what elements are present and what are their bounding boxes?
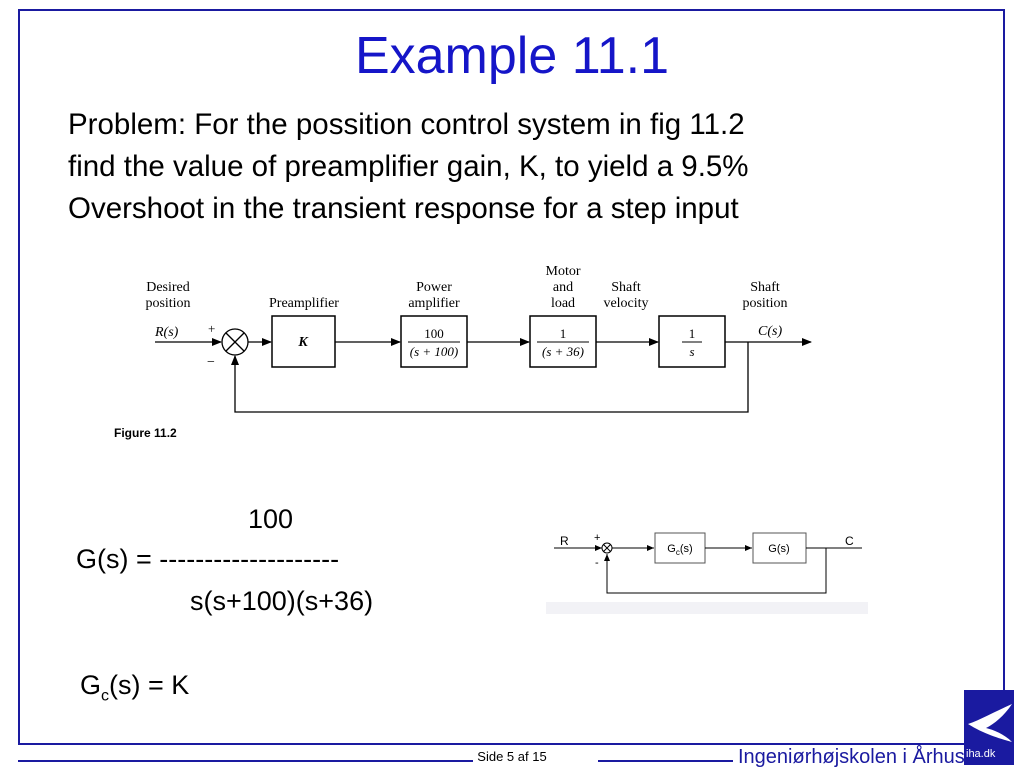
plant-tf-line: G(s) = --------------------	[76, 544, 339, 575]
summing-minus-sign: −	[207, 355, 215, 370]
label-shaft-position-1: Shaft	[750, 280, 780, 295]
simple-input-r: R	[560, 534, 569, 548]
power-amplifier-denominator: (s + 100)	[410, 344, 459, 359]
slide-frame	[18, 9, 1005, 745]
footer-rule-right	[598, 760, 733, 762]
controller-tf: Gc(s) = K	[80, 670, 189, 705]
footer-slide-number: Side 5 af 15	[477, 749, 547, 764]
footer-institution-name: Ingeniørhøjskolen i Århus	[738, 746, 965, 768]
integrator-denominator: s	[689, 344, 694, 359]
simple-feedback-path	[604, 548, 827, 594]
integrator-numerator: 1	[689, 326, 696, 341]
simple-controller-g: G	[667, 543, 676, 555]
footer-rule-left	[18, 760, 473, 762]
institution-logo	[964, 690, 1014, 765]
label-motor-1: Motor	[546, 264, 581, 279]
label-motor-2: and	[553, 280, 573, 295]
logo-bird-icon	[968, 704, 1012, 742]
simple-summing-junction	[601, 542, 613, 554]
feedback-path	[231, 342, 749, 413]
preamplifier-block	[271, 315, 336, 368]
label-output-cs: C(s)	[758, 324, 782, 339]
motor-load-denominator: (s + 36)	[542, 344, 584, 359]
plant-tf-numerator: 100	[248, 504, 294, 534]
problem-line-1: Problem: For the possition control syste…	[68, 108, 745, 141]
simple-controller-label: Gc(s)	[667, 543, 692, 557]
label-power-1: Power	[416, 280, 452, 295]
simple-plus-sign: +	[594, 532, 600, 544]
problem-line-2: find the value of preamplifier gain, K, …	[68, 150, 749, 183]
label-desired-2: position	[145, 296, 190, 311]
summing-junction	[221, 328, 249, 356]
label-desired-1: Desired	[146, 280, 190, 295]
slide-title: Example 11.1	[354, 27, 670, 85]
simple-output-c: C	[845, 534, 854, 548]
controller-tf-rest: (s) = K	[109, 670, 190, 700]
label-preamplifier: Preamplifier	[269, 296, 339, 311]
plant-tf-fraction-bar: --------------------	[159, 544, 340, 574]
label-power-2: amplifier	[408, 296, 460, 311]
problem-line-3: Overshoot in the transient response for …	[68, 192, 739, 225]
label-shaft-velocity-2: velocity	[603, 296, 648, 311]
controller-tf-g: G	[80, 670, 102, 700]
label-shaft-position-2: position	[742, 296, 787, 311]
simple-controller-block	[654, 532, 706, 564]
summing-plus-sign: +	[208, 321, 215, 336]
simple-controller-rest: (s)	[680, 543, 693, 555]
preamplifier-gain-k: K	[297, 335, 309, 350]
power-amplifier-numerator: 100	[424, 326, 444, 341]
simple-plant-label: G(s)	[768, 543, 789, 555]
label-motor-3: load	[551, 296, 575, 311]
figure-caption: Figure 11.2	[114, 426, 177, 440]
simple-controller-subscript: c	[676, 548, 680, 557]
simple-minus-sign: -	[595, 557, 599, 569]
label-input-rs: R(s)	[154, 325, 179, 340]
label-shaft-velocity-1: Shaft	[611, 280, 641, 295]
plant-tf-denominator: s(s+100)(s+36)	[190, 586, 374, 616]
plant-tf-lhs: G(s) =	[76, 544, 160, 574]
motor-load-numerator: 1	[560, 326, 567, 341]
unity-feedback-diagram: R C + - Gc(s) G(s)	[546, 516, 868, 614]
controller-tf-subscript: c	[101, 687, 110, 705]
logo-text: iha.dk	[966, 748, 996, 760]
